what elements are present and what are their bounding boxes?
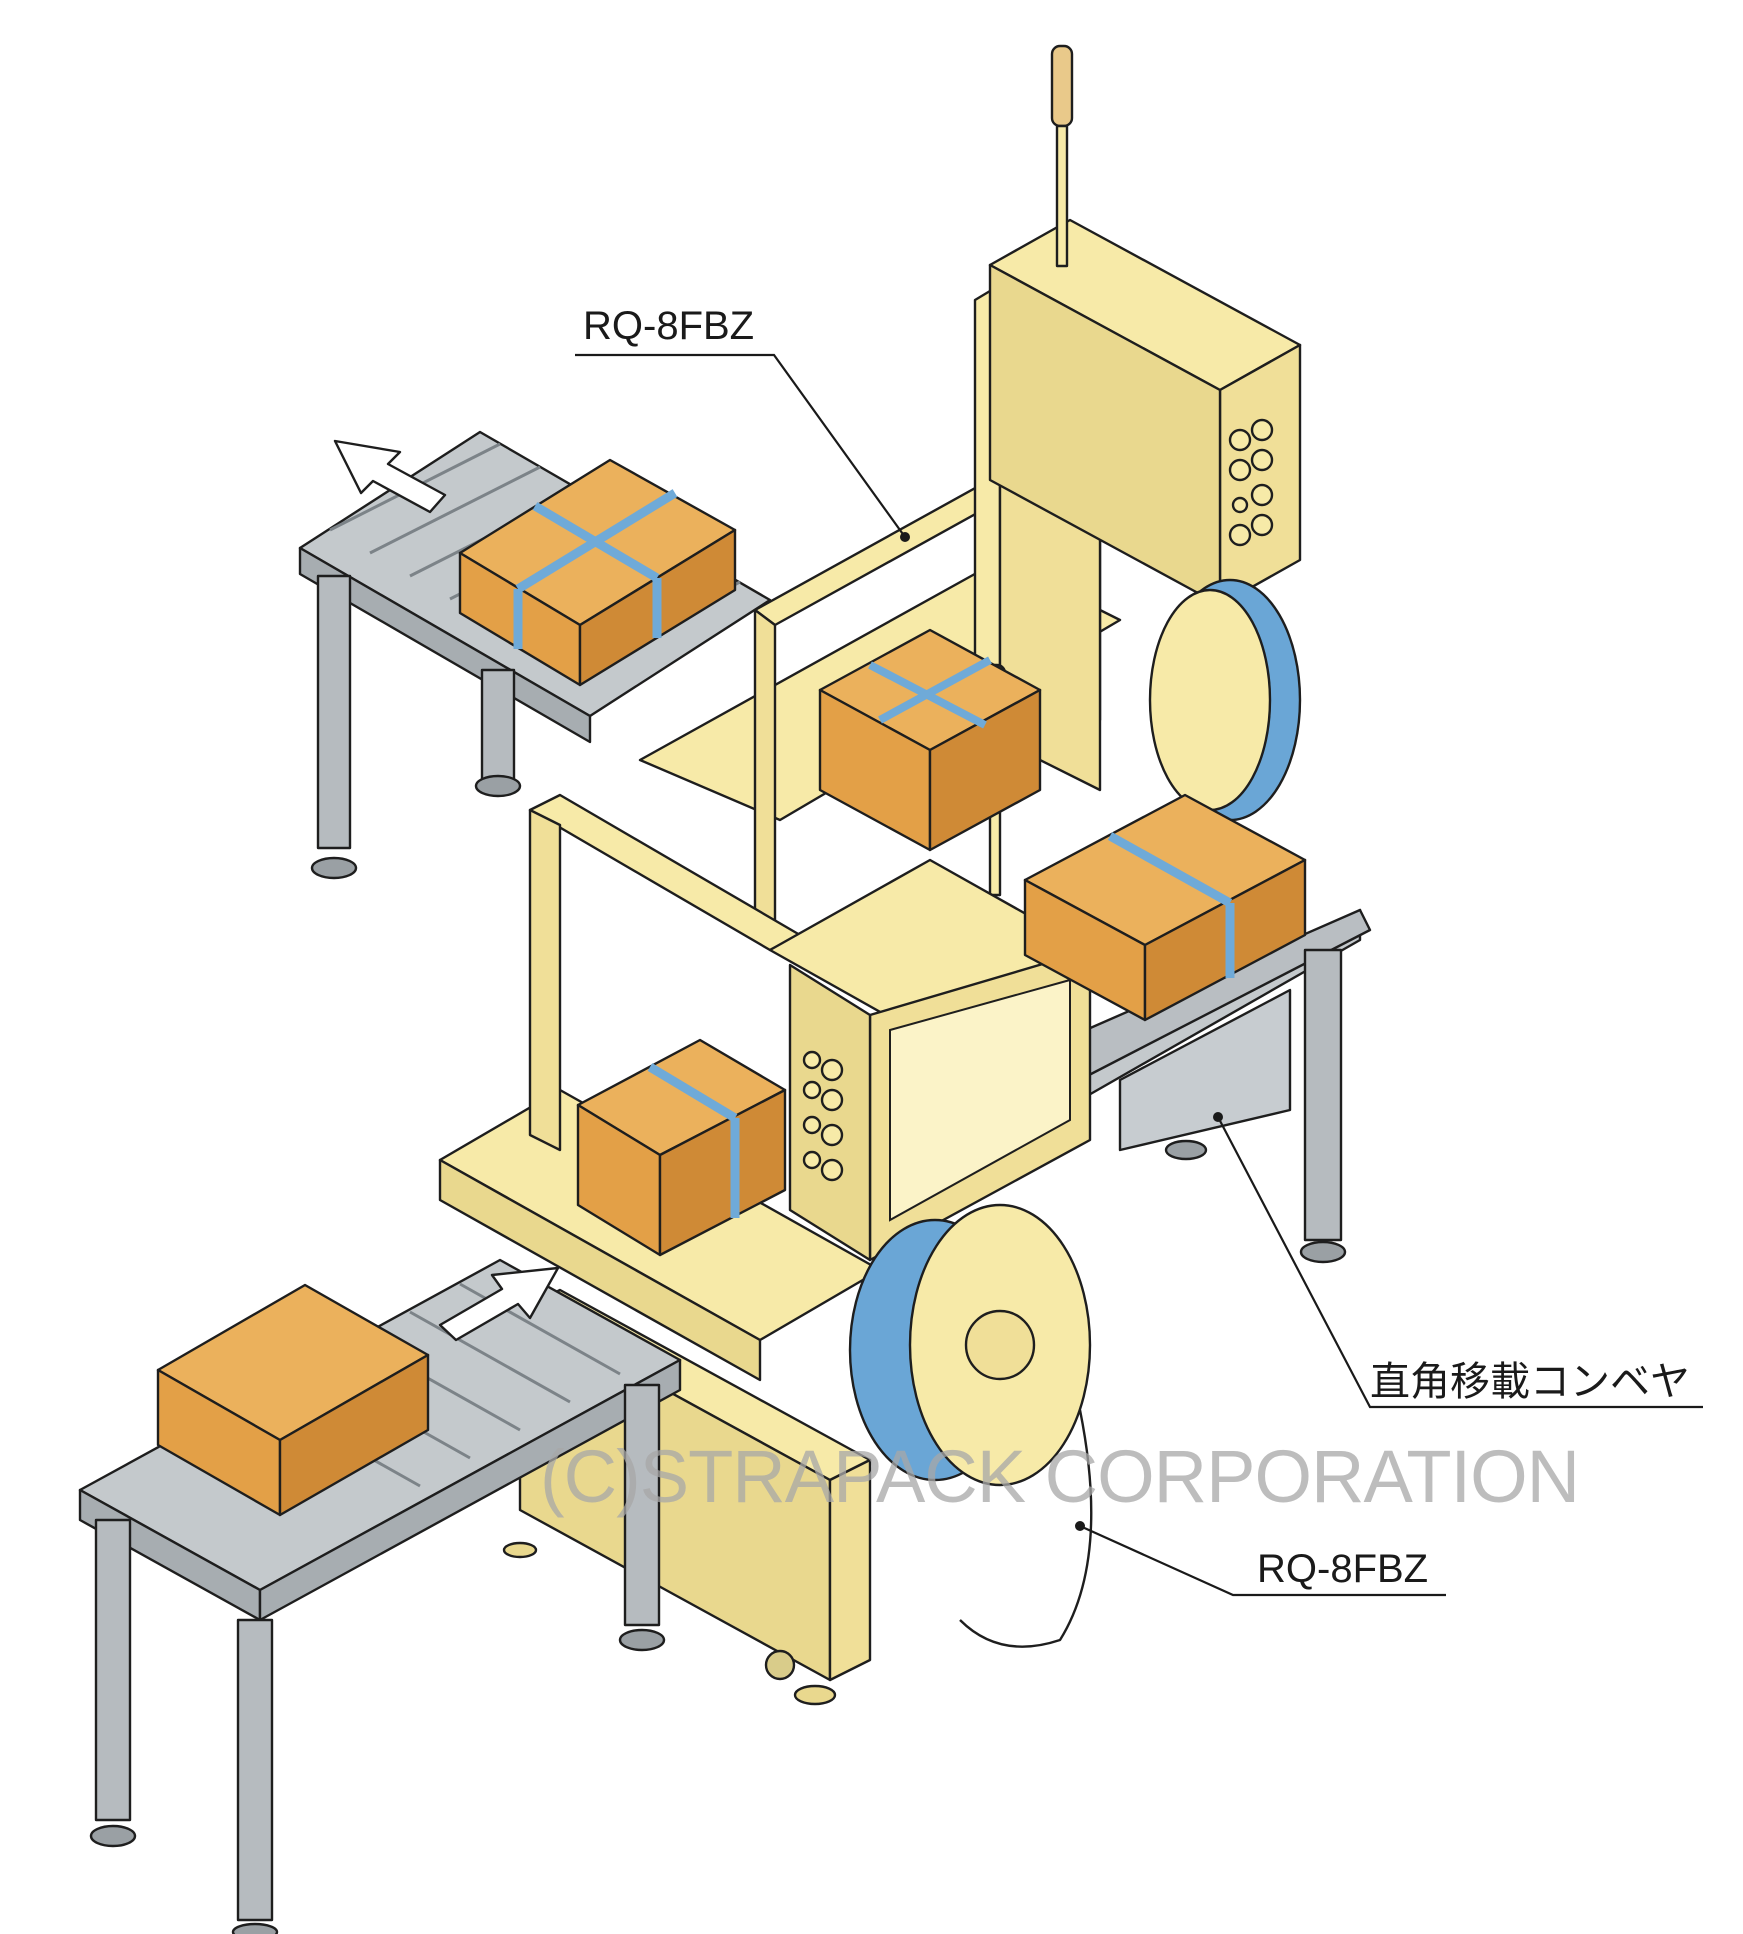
- unstrapped-box-infeed: [156, 1283, 430, 1517]
- boxes: [156, 458, 1307, 1517]
- upper-strapping-machine: [638, 44, 1302, 942]
- transfer-conveyor-label: 直角移載コンベヤ: [1370, 1360, 1690, 1404]
- lower-machine-label: RQ-8FBZ: [1257, 1547, 1428, 1591]
- strapped-box-outfeed: [458, 458, 737, 687]
- arrow-up-right-icon: [438, 1266, 560, 1342]
- upper-machine-label: RQ-8FBZ: [583, 304, 754, 348]
- callout-leaders: [575, 353, 1703, 1597]
- copyright-watermark: (C)STRAPACK CORPORATION: [540, 1435, 1579, 1518]
- lower-strapping-machine: [438, 793, 1093, 1706]
- arrow-up-left-icon: [333, 439, 447, 514]
- strapped-box-lower-machine: [576, 1038, 787, 1257]
- strapped-box-transfer: [1023, 793, 1307, 1022]
